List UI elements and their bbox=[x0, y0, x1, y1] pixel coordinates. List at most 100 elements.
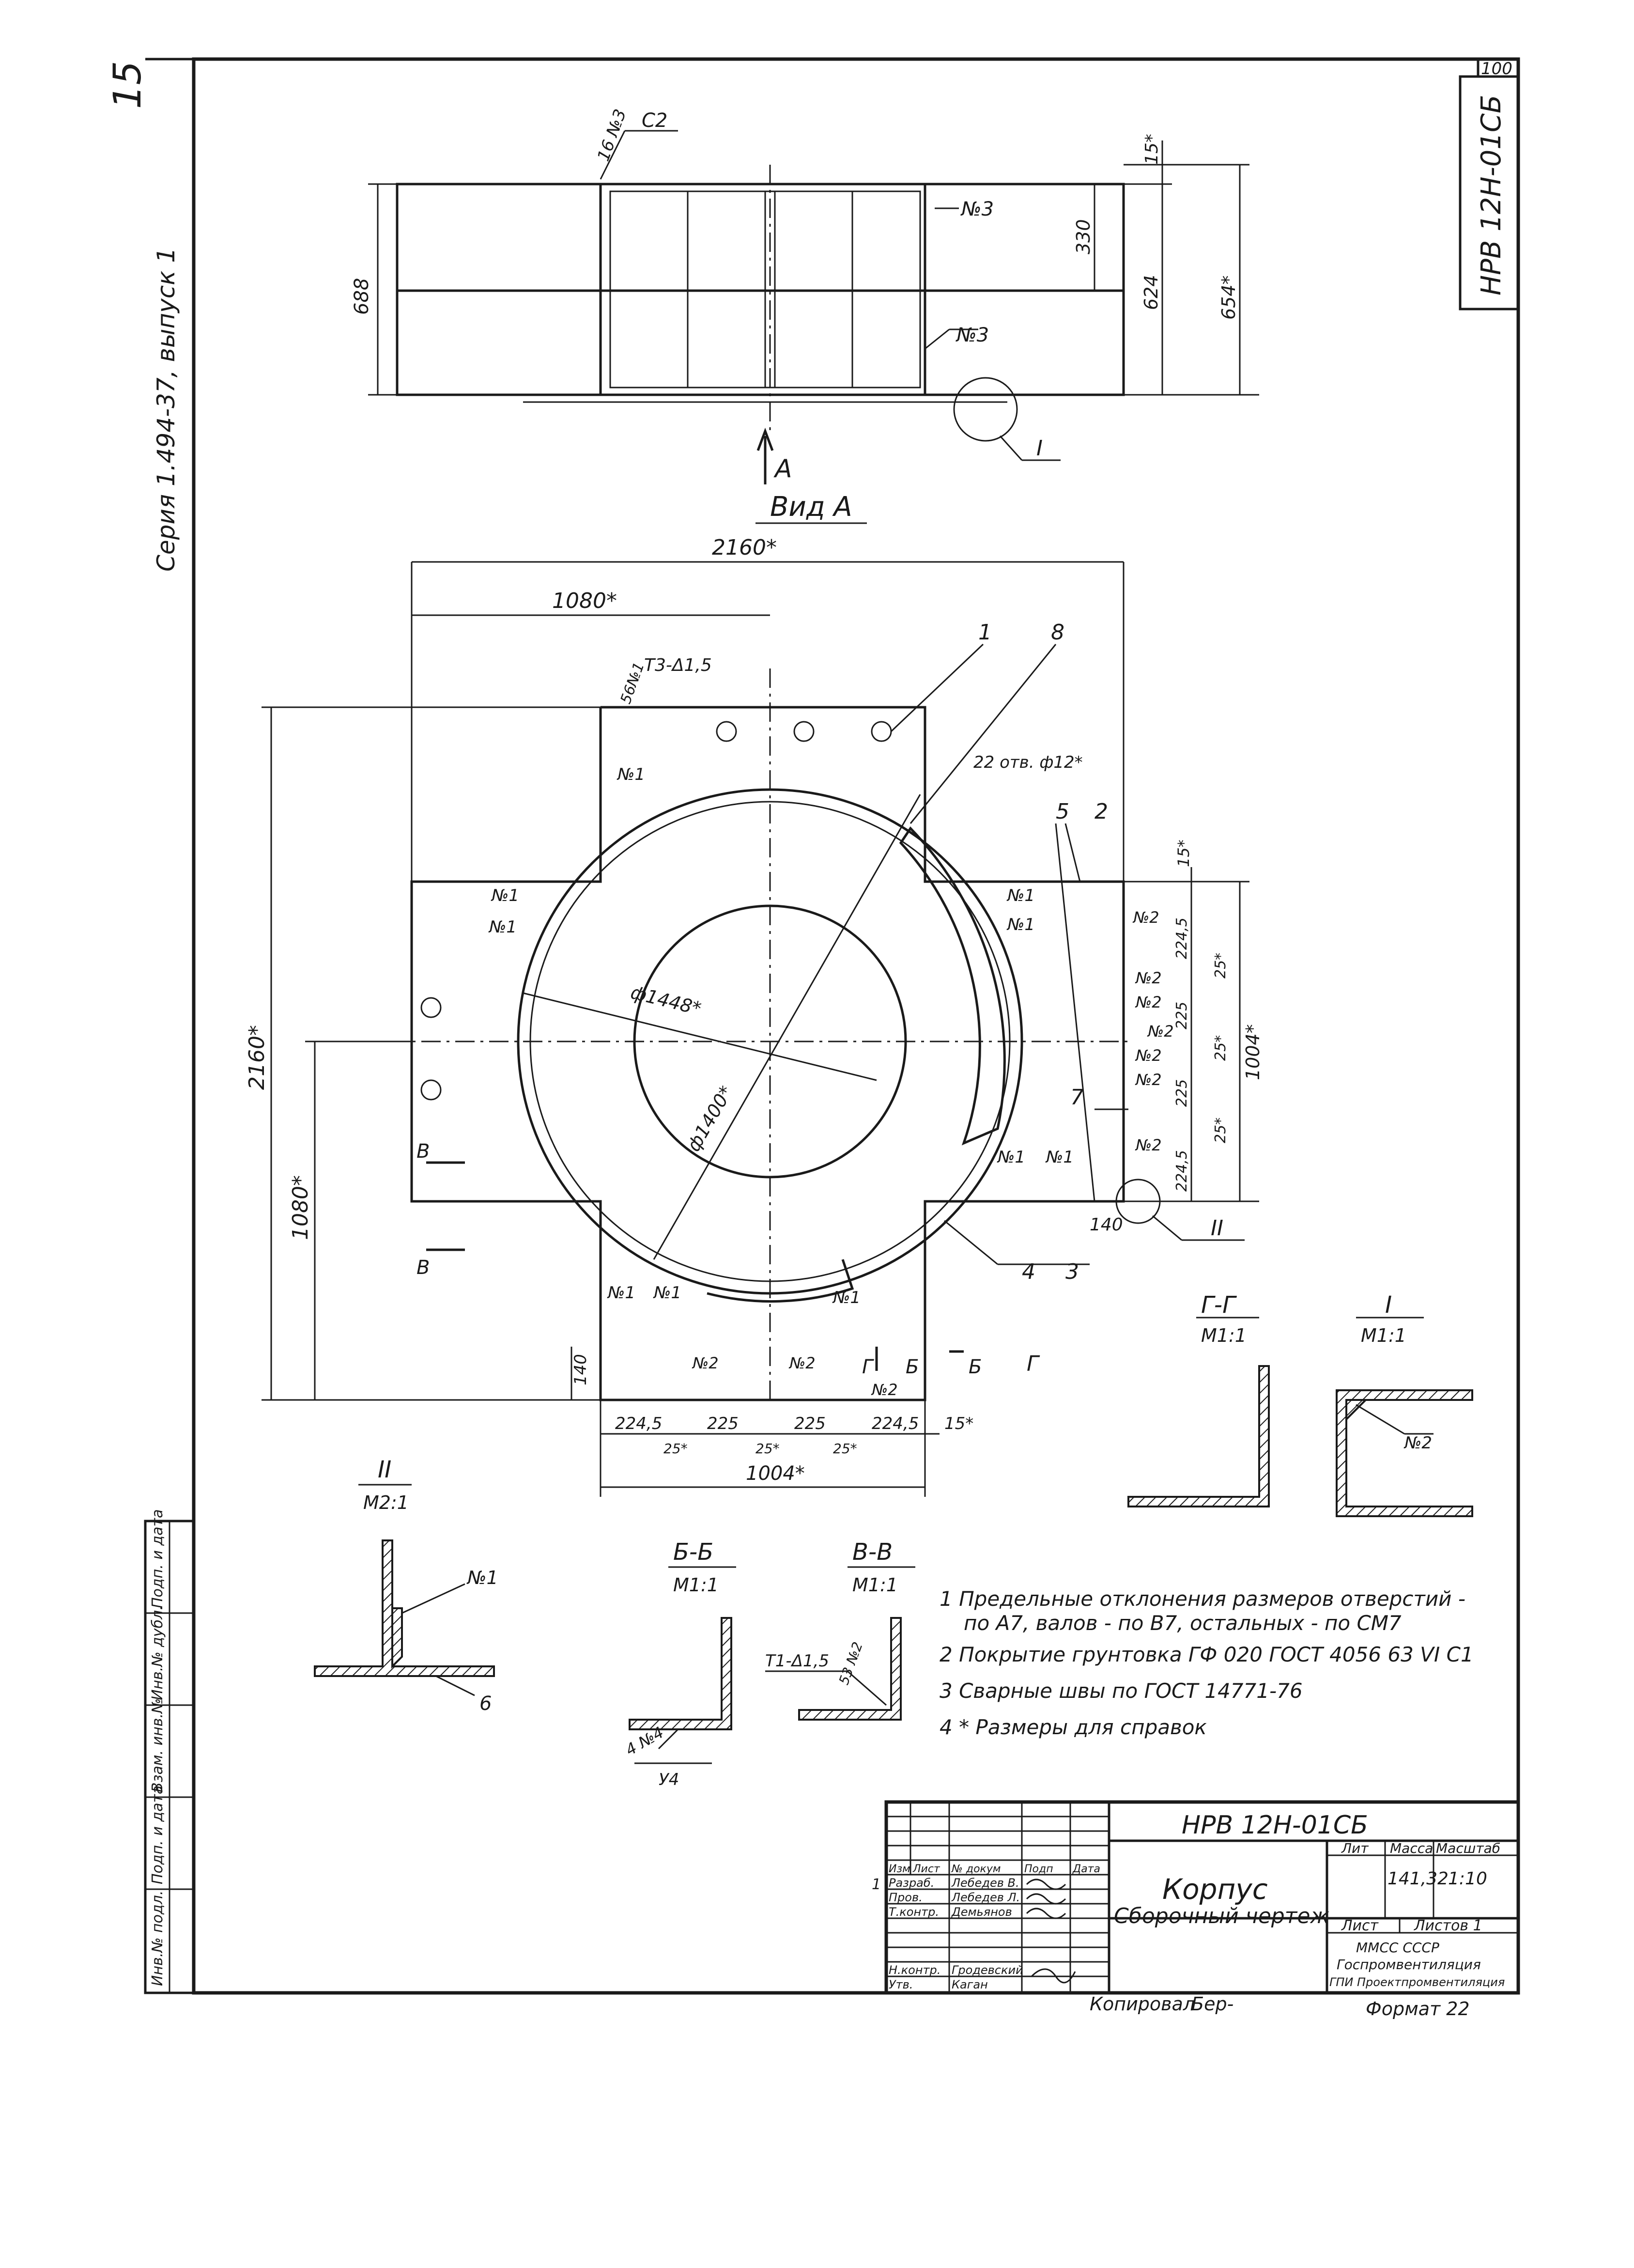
section-ii-pos6: 6 bbox=[479, 1693, 492, 1715]
title-name: Корпус bbox=[1162, 1873, 1268, 1906]
pos-1: 1 bbox=[978, 620, 992, 645]
title-doc-type: Сборочный чертеж bbox=[1114, 1904, 1329, 1928]
dim-140-bottom: 140 bbox=[571, 1354, 590, 1385]
strip-label-4: Инв.№ дубл. bbox=[149, 1605, 166, 1700]
sheet-number: 15 bbox=[106, 61, 150, 109]
callout-II: II bbox=[1211, 1216, 1223, 1241]
label-n1-c: №1 bbox=[488, 917, 517, 937]
row-3-role: Т.контр. bbox=[889, 1905, 939, 1919]
dim-2245-b-a: 224,5 bbox=[615, 1414, 662, 1433]
sheet-frame bbox=[145, 57, 1520, 1995]
label-n2-d: №2 bbox=[1135, 1046, 1162, 1065]
dim-1004-right: 1004* bbox=[1242, 1024, 1264, 1080]
row-2-role: Пров. bbox=[889, 1891, 923, 1904]
view-a-drawing bbox=[262, 561, 1259, 1497]
row-1-role: Разраб. bbox=[889, 1876, 934, 1890]
title-org-2: Госпромвентиляция bbox=[1337, 1957, 1481, 1973]
label-n3-lower: №3 bbox=[956, 324, 989, 346]
section-vv-scale: М1:1 bbox=[852, 1574, 898, 1596]
left-strip bbox=[144, 1520, 195, 1994]
hdr-podp: Подп bbox=[1024, 1863, 1053, 1875]
section-ii-title: II bbox=[378, 1456, 391, 1483]
doc-code-box bbox=[1459, 75, 1520, 311]
dim-2245-r-b: 224,5 bbox=[1173, 1150, 1190, 1192]
hdr-doc: № докум bbox=[951, 1863, 1001, 1875]
dim-330: 330 bbox=[1073, 219, 1094, 254]
series-label: Серия 1.494-37, выпуск 1 bbox=[152, 248, 180, 572]
section-gg-profile bbox=[1127, 1365, 1270, 1507]
dim-1080-left: 1080* bbox=[288, 1175, 313, 1240]
title-code: НРВ 12Н-01СБ bbox=[1182, 1811, 1368, 1840]
diam-1400: ф1400* bbox=[683, 1082, 737, 1155]
doc-code-vertical: НРВ 12Н-01СБ bbox=[1476, 95, 1507, 295]
section-bb-title: Б-Б bbox=[673, 1538, 713, 1566]
label-n2-h: №2 bbox=[788, 1354, 816, 1372]
label-n1-d: №1 bbox=[1006, 886, 1035, 905]
callout-I-top: I bbox=[1036, 436, 1043, 461]
hdr-list: Лист bbox=[912, 1863, 940, 1875]
section-mark-v1: В bbox=[416, 1140, 430, 1163]
section-gg-scale: М1:1 bbox=[1201, 1325, 1247, 1346]
pos-5: 5 bbox=[1056, 799, 1069, 824]
arrow-A-label: А bbox=[773, 454, 792, 483]
section-mark-b2: Б bbox=[969, 1356, 982, 1378]
dim-654: 654* bbox=[1218, 275, 1239, 320]
title-lit: Лит bbox=[1341, 1840, 1369, 1856]
dim-25-b-a: 25* bbox=[663, 1441, 688, 1457]
corner-number: 100 bbox=[1481, 59, 1512, 78]
row-2-name: Лебедев Л. bbox=[951, 1891, 1020, 1904]
row-4-name: Гродевский bbox=[952, 1963, 1023, 1977]
title-org-3: ГПИ Проектпромвентиляция bbox=[1329, 1975, 1505, 1989]
pos-3: 3 bbox=[1065, 1259, 1079, 1284]
dim-225-r-a: 225 bbox=[1173, 1002, 1190, 1029]
note-4: 4 * Размеры для справок bbox=[940, 1715, 1207, 1739]
label-n2-c: №2 bbox=[1135, 993, 1162, 1011]
section-vv-title: В-В bbox=[852, 1538, 893, 1566]
pos-2: 2 bbox=[1094, 799, 1108, 824]
label-n1-g: №1 bbox=[1045, 1148, 1074, 1167]
title-sheet: Лист bbox=[1341, 1917, 1379, 1934]
row-4-role: Н.контр. bbox=[889, 1963, 940, 1977]
dim-2160-top: 2160* bbox=[712, 535, 777, 560]
label-n2-b: №2 bbox=[1135, 969, 1162, 987]
format-label: Формат 22 bbox=[1366, 1998, 1470, 2019]
label-holes: 22 отв. ф12* bbox=[973, 753, 1083, 772]
label-n2-a: №2 bbox=[1132, 908, 1159, 927]
section-gg-title: Г-Г bbox=[1201, 1291, 1237, 1319]
dim-1080-top: 1080* bbox=[552, 589, 617, 613]
strip-label-2: Подп. и дата bbox=[149, 1786, 166, 1884]
title-block bbox=[884, 1800, 1520, 1995]
note-1b: по А7, валов - по В7, остальных - по СМ7 bbox=[964, 1611, 1402, 1635]
diam-1448: ф1448* bbox=[629, 981, 703, 1020]
label-n1-a: №1 bbox=[617, 765, 645, 784]
note-3: 3 Сварные швы по ГОСТ 14771-76 bbox=[940, 1679, 1303, 1703]
title-mass-value: 141,32 bbox=[1387, 1869, 1449, 1889]
strip-label-3: Взам. инв.№ bbox=[149, 1698, 166, 1792]
dim-25-r-c: 25* bbox=[1212, 1118, 1229, 1143]
hdr-izm: Изм bbox=[889, 1863, 910, 1875]
section-ii-scale: М2:1 bbox=[363, 1492, 409, 1513]
hdr-date: Дата bbox=[1072, 1863, 1100, 1875]
dim-140-right: 140 bbox=[1090, 1215, 1123, 1235]
pos-8: 8 bbox=[1051, 620, 1064, 645]
label-n1-j: №1 bbox=[832, 1288, 861, 1307]
dim-15-b: 15* bbox=[944, 1414, 973, 1433]
section-vv-profile bbox=[765, 1617, 902, 1721]
label-56n1: 56№1 bbox=[617, 660, 648, 706]
strip-label-5: Подп. и дата bbox=[149, 1509, 166, 1608]
section-ii-profile bbox=[314, 1539, 495, 1696]
row-5-role: Утв. bbox=[889, 1978, 913, 1991]
dim-1004-bottom: 1004* bbox=[746, 1462, 805, 1485]
view-a-title: Вид А bbox=[770, 491, 852, 523]
label-n1-b: №1 bbox=[491, 886, 519, 905]
label-n2-g: №2 bbox=[692, 1354, 719, 1372]
section-mark-b1: Б bbox=[906, 1356, 919, 1378]
dim-25-b-c: 25* bbox=[833, 1441, 857, 1457]
top-view bbox=[368, 130, 1259, 484]
title-org-1: ММСС СССР bbox=[1356, 1940, 1439, 1956]
row-1-name: Лебедев В. bbox=[951, 1876, 1019, 1890]
section-ii-n1: №1 bbox=[466, 1567, 498, 1588]
section-mark-g1: Г bbox=[862, 1356, 874, 1378]
signature-scribbles bbox=[1026, 1879, 1076, 1984]
section-bb-profile bbox=[629, 1617, 732, 1764]
